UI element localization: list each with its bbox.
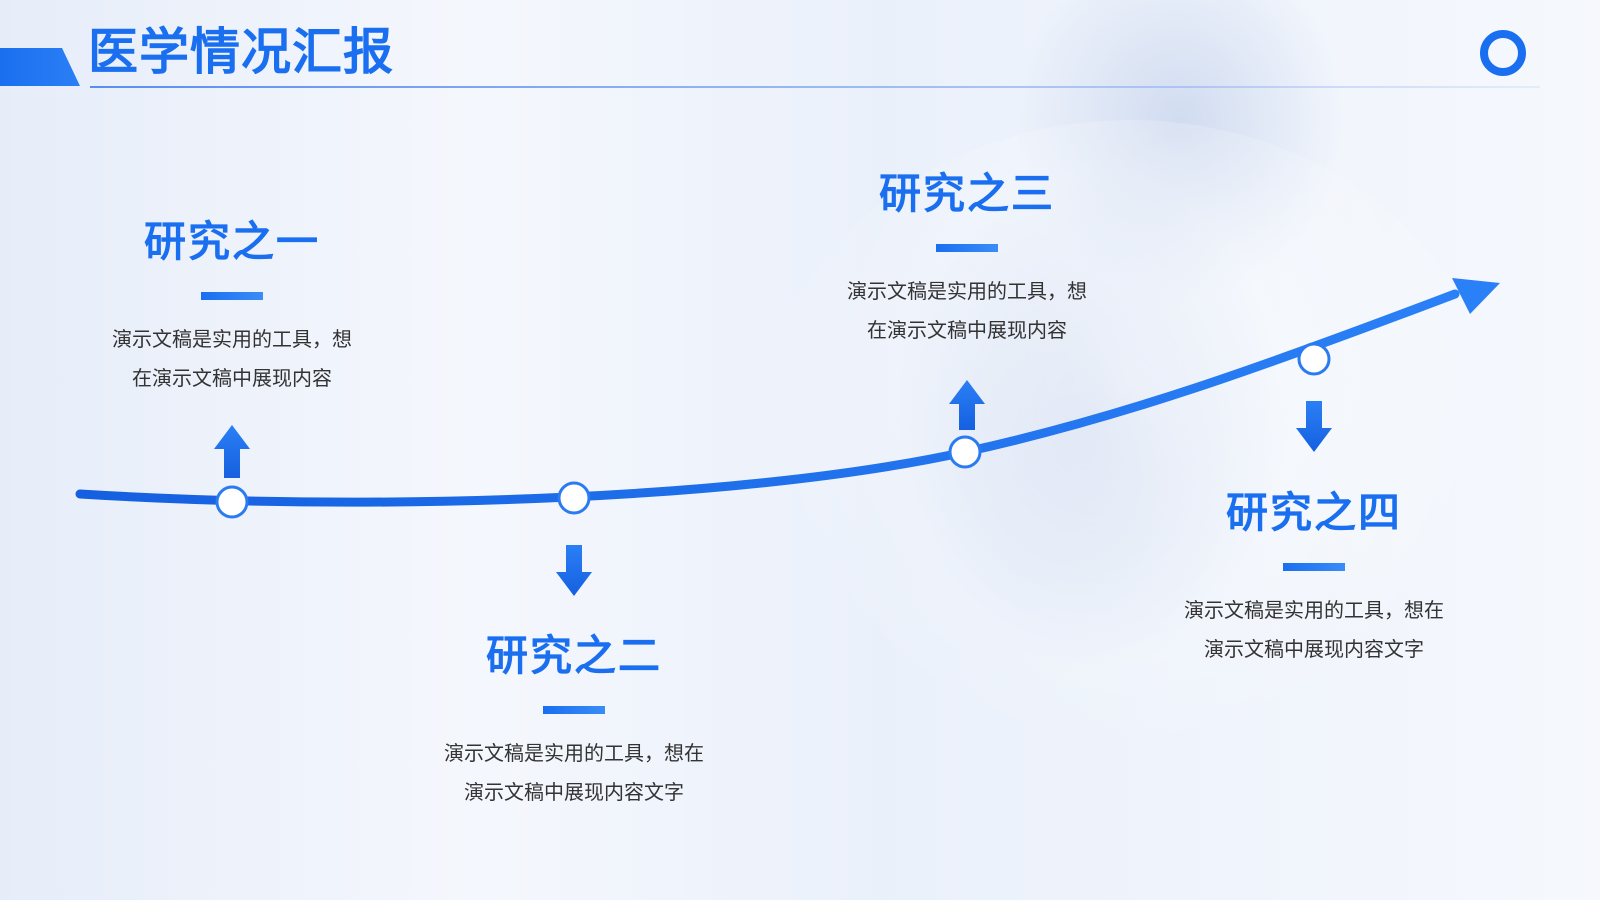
research-title: 研究之二 — [485, 631, 662, 680]
timeline-curve — [75, 289, 1460, 507]
arrow-up-icon — [949, 380, 985, 430]
title-underline — [543, 706, 605, 714]
research-item-4: 研究之四 演示文稿是实用的工具，想在 演示文稿中展现内容文字 — [1134, 487, 1494, 669]
page-title: 医学情况汇报 — [88, 23, 394, 81]
desc-line: 在演示文稿中展现内容 — [132, 366, 332, 390]
research-item-2: 研究之二 演示文稿是实用的工具，想在 演示文稿中展现内容文字 — [394, 630, 754, 812]
desc-line: 演示文稿是实用的工具，想 — [847, 279, 1087, 303]
arrow-down-icon — [556, 545, 592, 596]
desc-line: 演示文稿是实用的工具，想在 — [444, 741, 704, 765]
desc-line: 演示文稿是实用的工具，想在 — [1184, 598, 1444, 622]
title-underline — [201, 292, 263, 300]
trend-arrow-icon — [1452, 278, 1500, 314]
timeline-node-2 — [557, 481, 591, 515]
doctor-photo-overlay — [760, 120, 1500, 760]
timeline-node-3 — [948, 435, 982, 469]
arrow-up-icon — [214, 425, 250, 478]
ring-logo-icon — [1480, 30, 1526, 76]
research-description: 演示文稿是实用的工具，想 在演示文稿中展现内容 — [787, 272, 1147, 350]
title-underline — [1283, 563, 1345, 571]
research-item-1: 研究之一 演示文稿是实用的工具，想 在演示文稿中展现内容 — [52, 216, 412, 398]
timeline-node-4 — [1297, 342, 1331, 376]
arrow-down-icon — [1296, 401, 1332, 452]
desc-line: 演示文稿是实用的工具，想 — [112, 327, 352, 351]
desc-line: 演示文稿中展现内容文字 — [464, 780, 684, 804]
title-underline — [936, 244, 998, 252]
research-title: 研究之一 — [143, 217, 320, 266]
research-item-3: 研究之三 演示文稿是实用的工具，想 在演示文稿中展现内容 — [787, 168, 1147, 350]
research-title: 研究之三 — [878, 169, 1055, 218]
research-description: 演示文稿是实用的工具，想在 演示文稿中展现内容文字 — [1134, 591, 1494, 669]
desc-line: 演示文稿中展现内容文字 — [1204, 637, 1424, 661]
research-description: 演示文稿是实用的工具，想在 演示文稿中展现内容文字 — [394, 734, 754, 812]
desc-line: 在演示文稿中展现内容 — [867, 318, 1067, 342]
research-title: 研究之四 — [1225, 488, 1402, 537]
header-divider — [90, 86, 1540, 88]
research-description: 演示文稿是实用的工具，想 在演示文稿中展现内容 — [52, 320, 412, 398]
timeline-node-1 — [215, 485, 249, 519]
